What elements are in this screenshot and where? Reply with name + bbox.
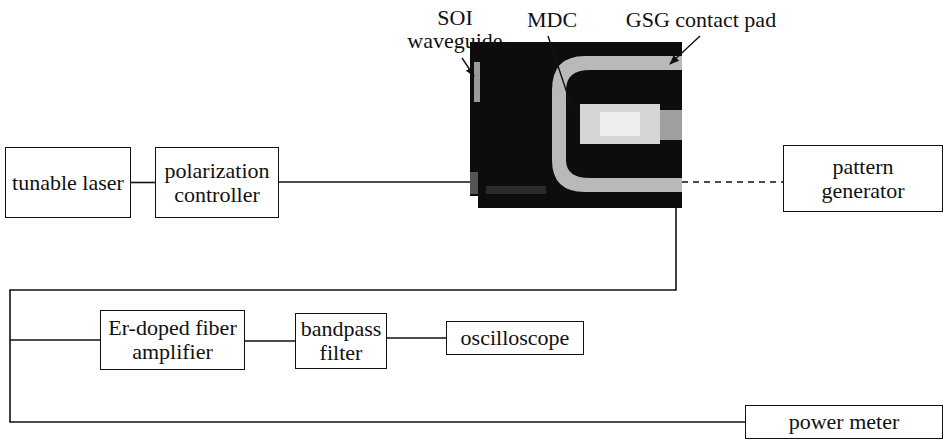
instrument-box: oscilloscope [446,321,584,355]
fiber-connector [245,340,295,342]
box-label: Er-doped fiber amplifier [107,316,238,364]
box-label: pattern generator [790,155,936,203]
part-label: SOI waveguide [405,6,505,52]
electrical-wire [682,181,783,183]
instrument-box: polarization controller [155,147,279,218]
box-label: bandpass filter [301,317,382,365]
fiber-connector [131,182,155,184]
box-label: oscilloscope [461,326,570,350]
fiber-connector [387,337,446,339]
part-label: MDC [522,8,582,31]
box-label: polarization controller [162,159,272,207]
instrument-box: pattern generator [783,145,943,212]
box-label: power meter [789,410,900,434]
box-label: tunable laser [12,171,124,195]
instrument-box: bandpass filter [295,313,387,369]
instrument-box: power meter [745,405,943,439]
instrument-box: tunable laser [5,147,131,218]
part-label: GSG contact pad [606,8,796,31]
fiber-wires [10,182,745,422]
instrument-box: Er-doped fiber amplifier [100,310,245,370]
chip-photo [470,42,682,208]
